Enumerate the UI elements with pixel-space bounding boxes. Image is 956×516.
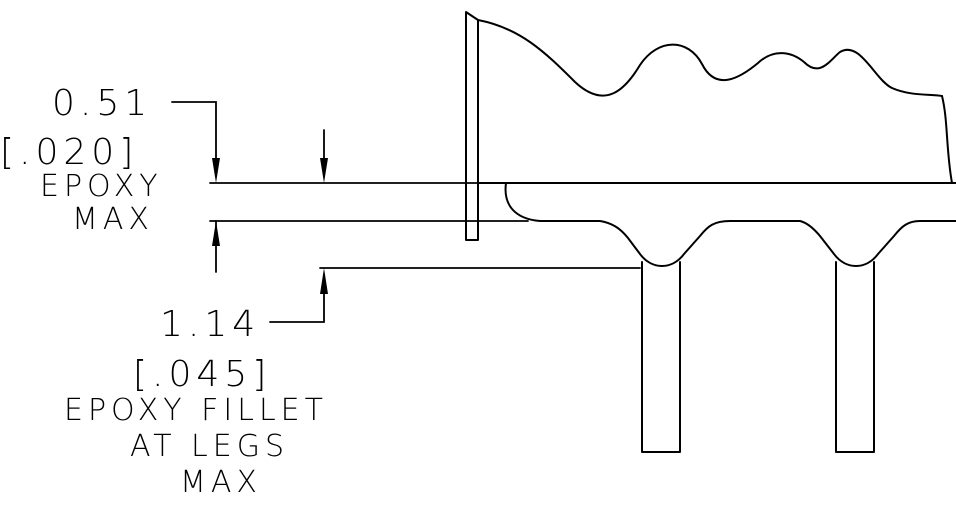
fillet-label: EPOXY FILLET	[64, 393, 328, 428]
arrow-down-fillet	[320, 158, 328, 183]
dimension-epoxy-max: 0.51 [.020] EPOXY MAX	[0, 83, 529, 273]
leg-1	[641, 261, 681, 453]
epoxy-label: EPOXY	[40, 169, 163, 204]
body-right-break	[941, 95, 953, 184]
leader-fillet	[269, 291, 325, 323]
epoxy-value-mm: 0.51	[52, 83, 152, 124]
component-body	[465, 11, 956, 267]
fillet-value-mm: 1.14	[160, 304, 260, 345]
fillet-max-label: MAX	[180, 465, 262, 500]
epoxy-value-in: [.020]	[0, 132, 138, 173]
body-break-line	[477, 19, 943, 97]
leader-epoxy	[171, 101, 217, 161]
fillet-value-in: [.045]	[133, 354, 271, 395]
arrow-up-epoxy	[212, 221, 220, 246]
fillet-at-legs-label: AT LEGS	[130, 429, 289, 464]
flange-epoxy-fillet	[504, 182, 601, 222]
epoxy-max-label: MAX	[72, 202, 154, 237]
leg-2	[835, 261, 875, 453]
flange-plate	[465, 11, 479, 241]
arrow-up-fillet	[320, 268, 328, 294]
legs	[641, 261, 875, 453]
arrow-down-epoxy	[212, 158, 220, 183]
epoxy-leg-fillet-profile	[599, 220, 956, 267]
dimension-epoxy-fillet: 1.14 [.045] EPOXY FILLET AT LEGS MAX	[64, 129, 641, 500]
